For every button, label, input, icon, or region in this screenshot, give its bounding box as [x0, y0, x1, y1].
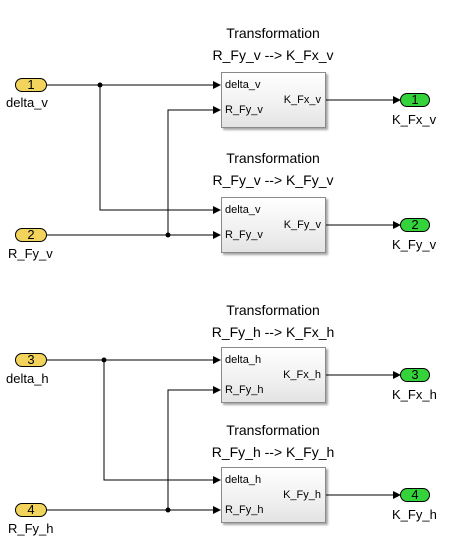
block1-title: Transformation — [226, 25, 320, 41]
outport-2[interactable]: 2 — [400, 218, 430, 232]
block1-subtitle: R_Fy_v --> K_Fx_v — [212, 47, 334, 63]
outport-4-label: K_Fy_h — [392, 507, 437, 522]
inport-2[interactable]: 2 — [15, 228, 47, 242]
block2-title: Transformation — [226, 150, 320, 166]
block3-title: Transformation — [226, 302, 320, 318]
block3-output: K_Fx_h — [283, 369, 321, 381]
wire-rfy-v-branch — [167, 106, 221, 235]
block2-input-2: R_Fy_v — [225, 229, 263, 241]
outport-1[interactable]: 1 — [400, 93, 430, 107]
wire-delta-h-branch — [103, 360, 221, 484]
outport-1-label: K_Fx_v — [392, 112, 437, 127]
transformation-block-1[interactable]: delta_v R_Fy_v K_Fx_v — [221, 72, 326, 128]
block2-input-1: delta_v — [225, 204, 261, 216]
block1-output: K_Fx_v — [283, 94, 321, 106]
block4-output: K_Fy_h — [283, 489, 321, 501]
junction-dot — [97, 82, 103, 88]
wire-rfy-h-branch — [167, 386, 221, 510]
block4-title: Transformation — [226, 422, 320, 438]
inport-1-label: delta_v — [6, 95, 48, 110]
block4-subtitle: R_Fy_h --> K_Fy_h — [211, 444, 335, 460]
wire-delta-v-branch — [99, 85, 221, 214]
block4-input-1: delta_h — [225, 474, 262, 486]
transformation-block-4[interactable]: delta_h R_Fy_h K_Fy_h — [221, 467, 326, 523]
block2-subtitle: R_Fy_v --> K_Fy_v — [212, 172, 334, 188]
junction-dot — [165, 507, 171, 513]
outport-3-label: K_Fx_h — [392, 387, 437, 402]
inport-2-label: R_Fy_v — [8, 246, 53, 261]
outport-4[interactable]: 4 — [400, 488, 430, 502]
transformation-block-2[interactable]: delta_v R_Fy_v K_Fy_v — [221, 197, 326, 253]
block1-input-1: delta_v — [225, 79, 261, 91]
transformation-block-3[interactable]: delta_h R_Fy_h K_Fx_h — [221, 347, 326, 403]
block3-subtitle: R_Fy_h --> K_Fx_h — [211, 324, 335, 340]
block4-input-2: R_Fy_h — [225, 504, 264, 516]
block1-input-2: R_Fy_v — [225, 104, 263, 116]
junction-dot — [165, 232, 171, 238]
inport-3[interactable]: 3 — [15, 353, 47, 367]
inport-1[interactable]: 1 — [15, 78, 47, 92]
junction-dot — [101, 357, 107, 363]
inport-3-label: delta_h — [6, 371, 49, 386]
outport-2-label: K_Fy_v — [392, 237, 437, 252]
inport-4-label: R_Fy_h — [8, 521, 54, 536]
block2-output: K_Fy_v — [283, 219, 321, 231]
block3-input-1: delta_h — [225, 354, 262, 366]
inport-4[interactable]: 4 — [15, 503, 47, 517]
block3-input-2: R_Fy_h — [225, 384, 264, 396]
outport-3[interactable]: 3 — [400, 368, 430, 382]
